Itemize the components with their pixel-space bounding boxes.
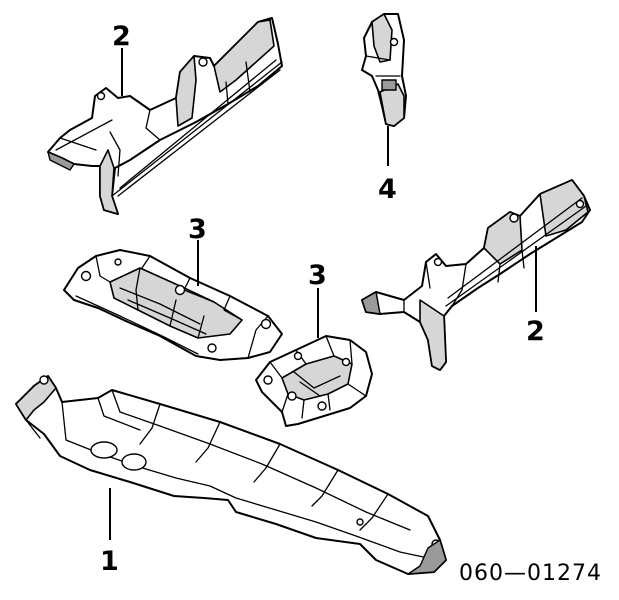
part-3-skid-plate-left — [63, 249, 283, 361]
part-4-bracket — [361, 13, 407, 127]
callout-part-3-left: 3 — [188, 214, 207, 245]
callout-part-2-top-left: 2 — [112, 21, 131, 52]
callout-part-3-center: 3 — [308, 260, 327, 291]
callout-part-2-right: 2 — [526, 316, 545, 347]
part-1-under-cover — [15, 375, 447, 575]
catalog-number: 060—01274 — [459, 561, 602, 586]
callout-part-1: 1 — [100, 546, 119, 577]
part-3-skid-plate-center — [255, 335, 373, 427]
callout-part-4: 4 — [378, 174, 397, 205]
part-2-shield-right — [361, 179, 591, 371]
part-2-shield-top-left — [47, 17, 283, 215]
